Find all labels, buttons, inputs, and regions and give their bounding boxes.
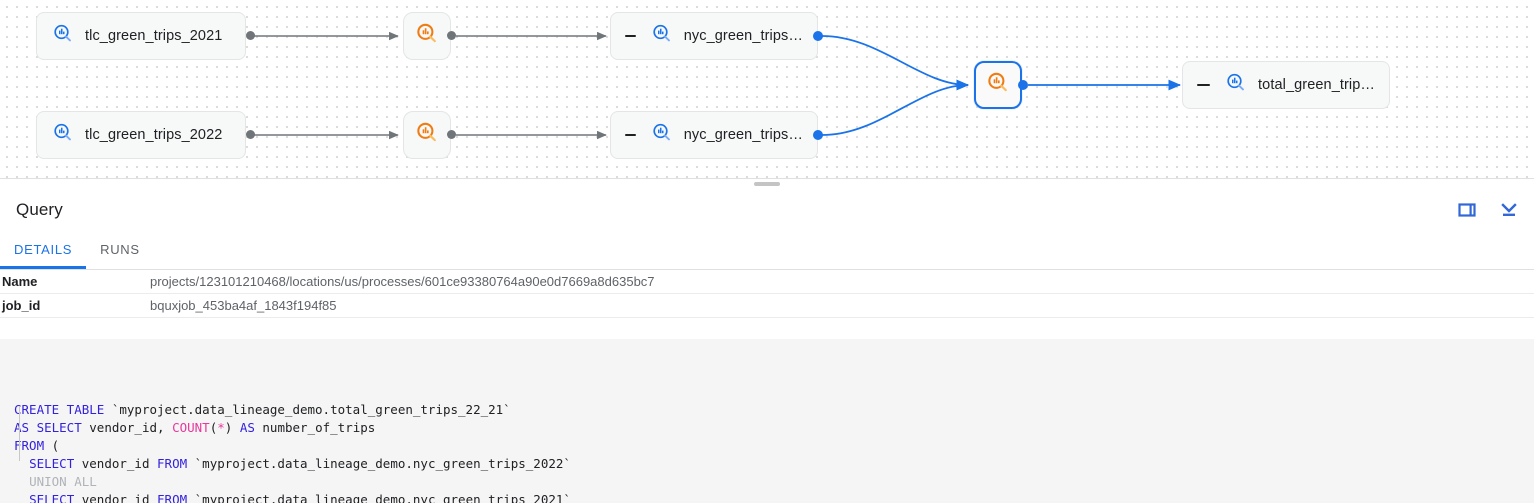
panel-resize-handle[interactable] <box>0 178 1534 186</box>
bigquery-process-icon <box>414 120 440 151</box>
node-port-out[interactable] <box>1018 80 1028 90</box>
table-row: job_id bquxjob_453ba4af_1843f194f85 <box>0 294 1534 318</box>
collapse-icon[interactable] <box>625 133 636 137</box>
detail-key: job_id <box>2 298 41 313</box>
query-header-actions <box>1454 186 1522 234</box>
bigquery-process-icon <box>985 70 1011 101</box>
lineage-node-nyc-green-trips-top[interactable]: nyc_green_trips… <box>610 12 818 60</box>
table-row: Name projects/123101210468/locations/us/… <box>0 270 1534 294</box>
resize-grip[interactable] <box>754 182 780 186</box>
sql-line: SELECT vendor_id FROM `myproject.data_li… <box>29 456 571 471</box>
bigquery-table-icon <box>51 121 75 150</box>
node-port-out[interactable] <box>447 130 456 139</box>
lineage-node-label: nyc_green_trips… <box>683 28 803 44</box>
bigquery-process-icon <box>414 21 440 52</box>
node-port-out[interactable] <box>246 31 255 40</box>
lineage-node-label: total_green_trip… <box>1258 77 1375 93</box>
edge-highlight <box>821 35 970 91</box>
edge-highlight <box>821 79 970 136</box>
lineage-node-process-bottom[interactable] <box>403 111 451 159</box>
sql-line: FROM ( <box>14 438 60 453</box>
query-panel-header: Query <box>0 186 1534 234</box>
sql-line: AS SELECT vendor_id, COUNT(*) AS number_… <box>14 420 376 435</box>
bigquery-table-icon <box>650 22 674 51</box>
bigquery-table-icon <box>650 121 674 150</box>
lineage-node-total-green-trips[interactable]: total_green_trip… <box>1182 61 1390 109</box>
bigquery-table-icon <box>1224 71 1248 100</box>
node-port-out[interactable] <box>246 130 255 139</box>
lineage-node-tlc-green-trips-2022[interactable]: tlc_green_trips_2022 <box>36 111 246 159</box>
sql-line: CREATE TABLE `myproject.data_lineage_dem… <box>14 402 511 417</box>
details-table: Name projects/123101210468/locations/us/… <box>0 270 1534 318</box>
lineage-node-process-selected[interactable] <box>974 61 1022 109</box>
node-port-out[interactable] <box>813 31 823 41</box>
lineage-canvas[interactable]: tlc_green_trips_2021 nyc_gr <box>0 0 1534 186</box>
split-pane-icon[interactable] <box>1454 197 1480 223</box>
collapse-panel-icon[interactable] <box>1496 197 1522 223</box>
query-panel: Query DETAILS RUNS Name projects/1231012… <box>0 186 1534 503</box>
sql-code-block[interactable]: CREATE TABLE `myproject.data_lineage_dem… <box>0 339 1534 503</box>
page-title: Query <box>16 200 63 219</box>
indent-guide <box>19 407 20 461</box>
detail-value: projects/123101210468/locations/us/proce… <box>150 274 655 289</box>
bigquery-table-icon <box>51 22 75 51</box>
node-port-out[interactable] <box>813 130 823 140</box>
lineage-node-label: tlc_green_trips_2021 <box>85 28 223 44</box>
sql-line: SELECT vendor_id FROM `myproject.data_li… <box>29 492 571 503</box>
tab-runs[interactable]: RUNS <box>100 242 140 257</box>
detail-key: Name <box>2 274 38 289</box>
sql-lines: CREATE TABLE `myproject.data_lineage_dem… <box>14 401 1534 503</box>
collapse-icon[interactable] <box>1197 83 1211 87</box>
lineage-node-label: tlc_green_trips_2022 <box>85 127 223 143</box>
node-port-out[interactable] <box>447 31 456 40</box>
query-tabs: DETAILS RUNS <box>0 234 1534 270</box>
sql-line: UNION ALL <box>29 474 97 489</box>
lineage-node-nyc-green-trips-bottom[interactable]: nyc_green_trips… <box>610 111 818 159</box>
lineage-node-process-top[interactable] <box>403 12 451 60</box>
lineage-node-tlc-green-trips-2021[interactable]: tlc_green_trips_2021 <box>36 12 246 60</box>
detail-value: bquxjob_453ba4af_1843f194f85 <box>150 298 337 313</box>
tab-details[interactable]: DETAILS <box>0 233 87 269</box>
collapse-icon[interactable] <box>625 34 636 38</box>
lineage-node-label: nyc_green_trips… <box>683 127 803 143</box>
